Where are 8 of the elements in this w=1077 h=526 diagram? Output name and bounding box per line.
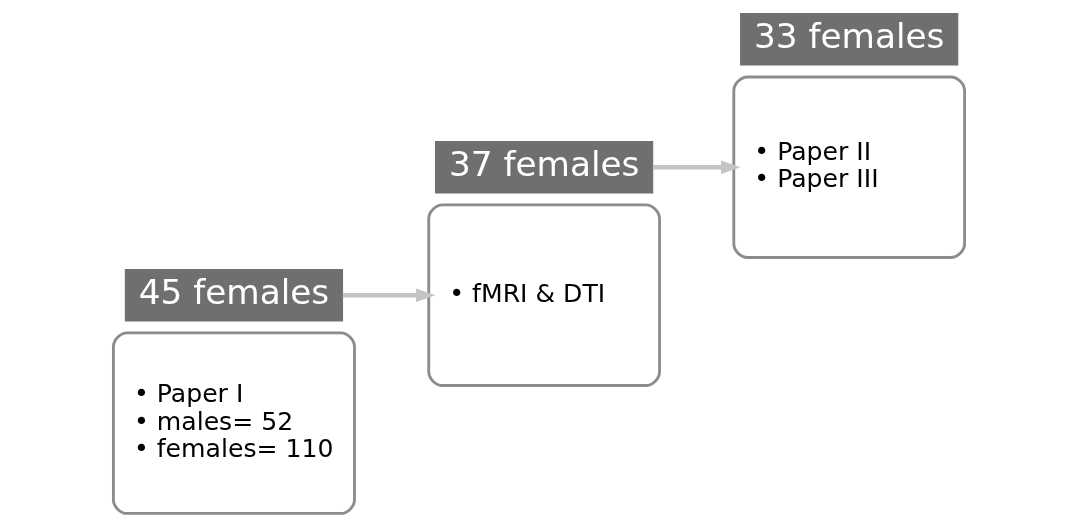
arrow	[652, 159, 741, 174]
node-box: • fMRI & DTI	[426, 203, 661, 387]
node-box: 45 females	[124, 268, 343, 321]
node-box: 33 females	[739, 12, 958, 66]
arrow	[342, 287, 435, 302]
node-box: 37 females	[434, 140, 653, 193]
node-box: • Paper II • Paper III	[731, 75, 966, 259]
node-box: • Paper I • males= 52 • females= 110	[111, 331, 356, 515]
